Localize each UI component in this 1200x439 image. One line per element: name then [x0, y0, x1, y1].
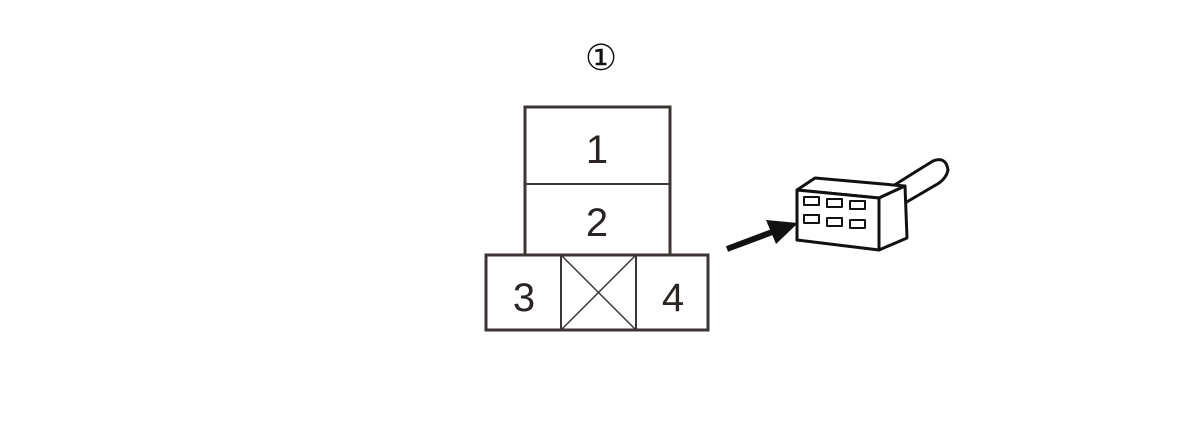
pin-2-label: 2: [586, 201, 608, 245]
connector-plug-icon: [795, 158, 950, 252]
blocked-cavity-icon: [561, 255, 636, 330]
plug-side: [877, 184, 909, 252]
pin-3-label: 3: [513, 276, 535, 320]
upper-column-outline: [523, 105, 672, 255]
lower-row-outline: [484, 253, 710, 332]
plug-cavities: [803, 196, 866, 229]
arrow-icon: [725, 220, 798, 252]
pin-1-label: 1: [586, 128, 608, 172]
connector-id: ①: [585, 38, 617, 79]
pin-4-label: 4: [662, 276, 684, 320]
connector-face: [484, 105, 710, 332]
cable: [891, 158, 950, 205]
